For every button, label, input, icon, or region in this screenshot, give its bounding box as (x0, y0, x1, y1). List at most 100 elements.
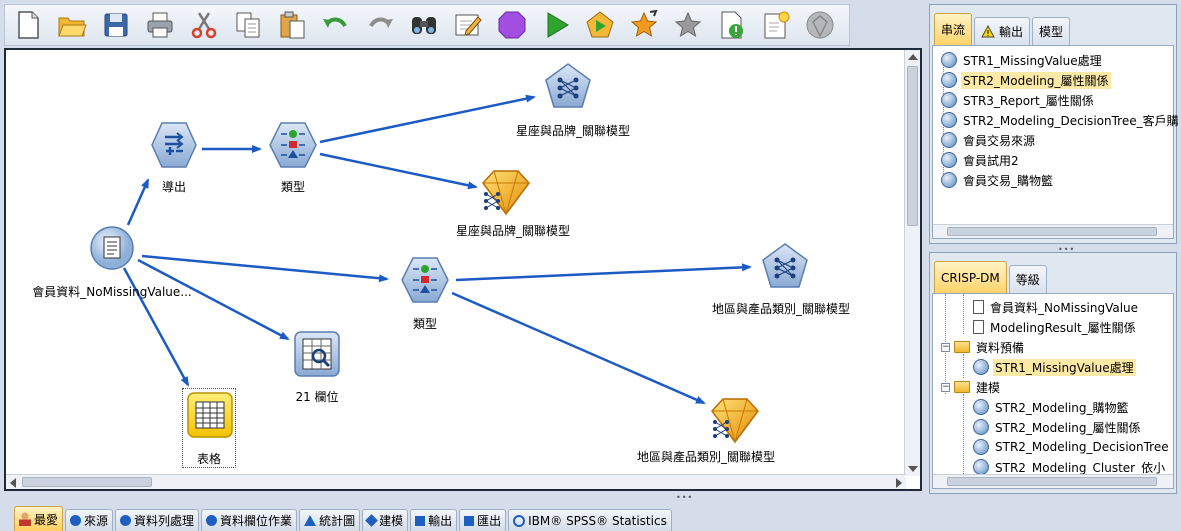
splitter-grip-bottom[interactable]: ••• (676, 493, 694, 502)
undo-icon (323, 17, 347, 28)
list-item[interactable]: STR1_MissingValue處理 (941, 51, 1104, 69)
annotation-icon (764, 11, 790, 39)
tree-item[interactable]: STR1_MissingValue處理 (973, 358, 1136, 376)
open-button[interactable] (53, 7, 91, 43)
tree-item[interactable]: STR2_Modeling_DecisionTree (973, 438, 1171, 456)
tree-item[interactable]: ModelingResult_屬性關係 (973, 318, 1138, 336)
splitter-grip-right[interactable]: ••• (1058, 245, 1076, 254)
scroll-right-icon[interactable] (896, 478, 902, 488)
canvas-horizontal-scrollbar[interactable] (6, 474, 906, 489)
list-item[interactable]: STR3_Report_屬性關係 (941, 91, 1096, 109)
stream-icon (973, 419, 989, 435)
circle-icon (70, 515, 82, 526)
star-button[interactable] (625, 7, 663, 43)
canvas-vertical-scroll-thumb[interactable] (907, 66, 918, 226)
print-icon (147, 12, 173, 38)
main-toolbar (4, 4, 850, 46)
tab-graphs[interactable]: 統計圖 (299, 509, 361, 531)
paste-button[interactable] (273, 7, 311, 43)
tab-classes[interactable]: 等級 (1008, 265, 1047, 293)
canvas-horizontal-scroll-thumb[interactable] (22, 477, 152, 487)
type-node-2[interactable]: 類型 (399, 255, 451, 331)
project-panel: CRISP-DM 等級 會員資料_NoMissingValue Modeling… (929, 252, 1177, 494)
tab-sources[interactable]: 來源 (65, 509, 114, 531)
check-button[interactable] (713, 7, 751, 43)
tab-spss-statistics[interactable]: IBM® SPSS® Statistics (508, 509, 672, 531)
copy-button[interactable] (229, 7, 267, 43)
project-tree: 會員資料_NoMissingValue ModelingResult_屬性關係 … (932, 293, 1174, 489)
list-item[interactable]: 會員交易來源 (941, 131, 1037, 149)
redo-button[interactable] (361, 7, 399, 43)
type-node-1[interactable]: 類型 (267, 120, 319, 194)
project-tabs: CRISP-DM 等級 (930, 253, 1176, 293)
stream-icon (941, 52, 957, 68)
tab-crisp-dm[interactable]: CRISP-DM (934, 261, 1007, 293)
annotation-button[interactable] (757, 7, 795, 43)
streams-scroll-thumb[interactable] (947, 227, 1157, 236)
tab-streams[interactable]: 串流 (934, 13, 973, 45)
tree-item[interactable]: STR2_Modeling_購物籃 (973, 398, 1131, 416)
streams-list: STR1_MissingValue處理 STR2_Modeling_屬性關係 S… (932, 45, 1179, 239)
scroll-up-icon[interactable] (908, 54, 918, 60)
collapse-icon[interactable]: − (941, 381, 950, 392)
tab-record-ops[interactable]: 資料列處理 (115, 509, 200, 531)
tab-models[interactable]: 模型 (1032, 17, 1071, 45)
stream-canvas-frame: 會員資料_NoMissingValue... 導出 (4, 48, 922, 491)
run-selection-button[interactable] (581, 7, 619, 43)
tree-folder[interactable]: −建模 (941, 380, 1001, 395)
association-model-node-2-label: 地區與產品類別_關聯模型 (711, 302, 851, 316)
stream-icon (973, 439, 989, 455)
star-disabled-icon (674, 11, 702, 38)
tab-outputs[interactable]: 輸出 (974, 17, 1031, 45)
tab-favorites[interactable]: 最愛 (14, 506, 64, 531)
scroll-down-icon[interactable] (908, 466, 918, 472)
association-model-node-1[interactable]: 星座與品牌_關聯模型 (516, 62, 630, 138)
streams-horizontal-scrollbar[interactable] (933, 224, 1173, 238)
stop-button[interactable] (493, 7, 531, 43)
stream-icon (973, 399, 989, 415)
tab-field-ops[interactable]: 資料欄位作業 (201, 509, 298, 531)
run-button[interactable] (537, 7, 575, 43)
stream-icon (973, 359, 989, 375)
canvas-vertical-scrollbar[interactable] (904, 50, 920, 476)
find-button[interactable] (405, 7, 443, 43)
model-nugget-2[interactable]: 地區與產品類別_關聯模型 (637, 396, 775, 464)
list-item[interactable]: STR2_Modeling_屬性關係 (941, 71, 1111, 89)
source-node[interactable]: 會員資料_NoMissingValue... (32, 225, 192, 299)
undo-button[interactable] (317, 7, 355, 43)
project-scroll-thumb[interactable] (947, 477, 1157, 486)
cut-button[interactable] (185, 7, 223, 43)
list-item[interactable]: STR2_Modeling_DecisionTree_客戶購 (941, 111, 1181, 129)
source-node-label: 會員資料_NoMissingValue... (32, 285, 192, 299)
tab-export[interactable]: 匯出 (459, 509, 507, 531)
star-disabled-button[interactable] (669, 7, 707, 43)
table-node[interactable]: 表格 (182, 388, 236, 468)
manager-tabs: 串流 輸出 模型 (930, 5, 1176, 45)
save-button[interactable] (97, 7, 135, 43)
stop-icon (498, 11, 526, 39)
data-audit-node[interactable]: 21 欄位 (293, 330, 341, 404)
tree-item[interactable]: STR2_Modeling_屬性關係 (973, 418, 1143, 436)
tree-item[interactable]: 會員資料_NoMissingValue (973, 298, 1140, 316)
save-icon (104, 13, 128, 37)
model-nugget-1[interactable]: 星座與品牌_關聯模型 (456, 168, 570, 238)
new-button[interactable] (9, 7, 47, 43)
list-item[interactable]: 會員試用2 (941, 151, 1021, 169)
collapse-icon[interactable]: − (941, 341, 950, 352)
list-item[interactable]: 會員交易_購物籃 (941, 171, 1055, 189)
check-icon (721, 11, 743, 39)
tree-item[interactable]: STR2_Modeling_Cluster_依小 (973, 458, 1167, 476)
tree-folder[interactable]: −資料預備 (941, 340, 1025, 355)
project-horizontal-scrollbar[interactable] (933, 474, 1173, 488)
edit-button[interactable] (449, 7, 487, 43)
model-button[interactable] (801, 7, 839, 43)
stream-icon (941, 92, 957, 108)
print-button[interactable] (141, 7, 179, 43)
tab-modeling[interactable]: 建模 (362, 509, 409, 531)
tab-output[interactable]: 輸出 (410, 509, 458, 531)
stream-canvas[interactable]: 會員資料_NoMissingValue... 導出 (6, 50, 906, 476)
derive-node[interactable]: 導出 (149, 120, 199, 194)
scroll-left-icon[interactable] (10, 478, 16, 488)
model-disabled-icon (806, 11, 834, 39)
association-model-node-2[interactable]: 地區與產品類別_關聯模型 (712, 242, 850, 316)
